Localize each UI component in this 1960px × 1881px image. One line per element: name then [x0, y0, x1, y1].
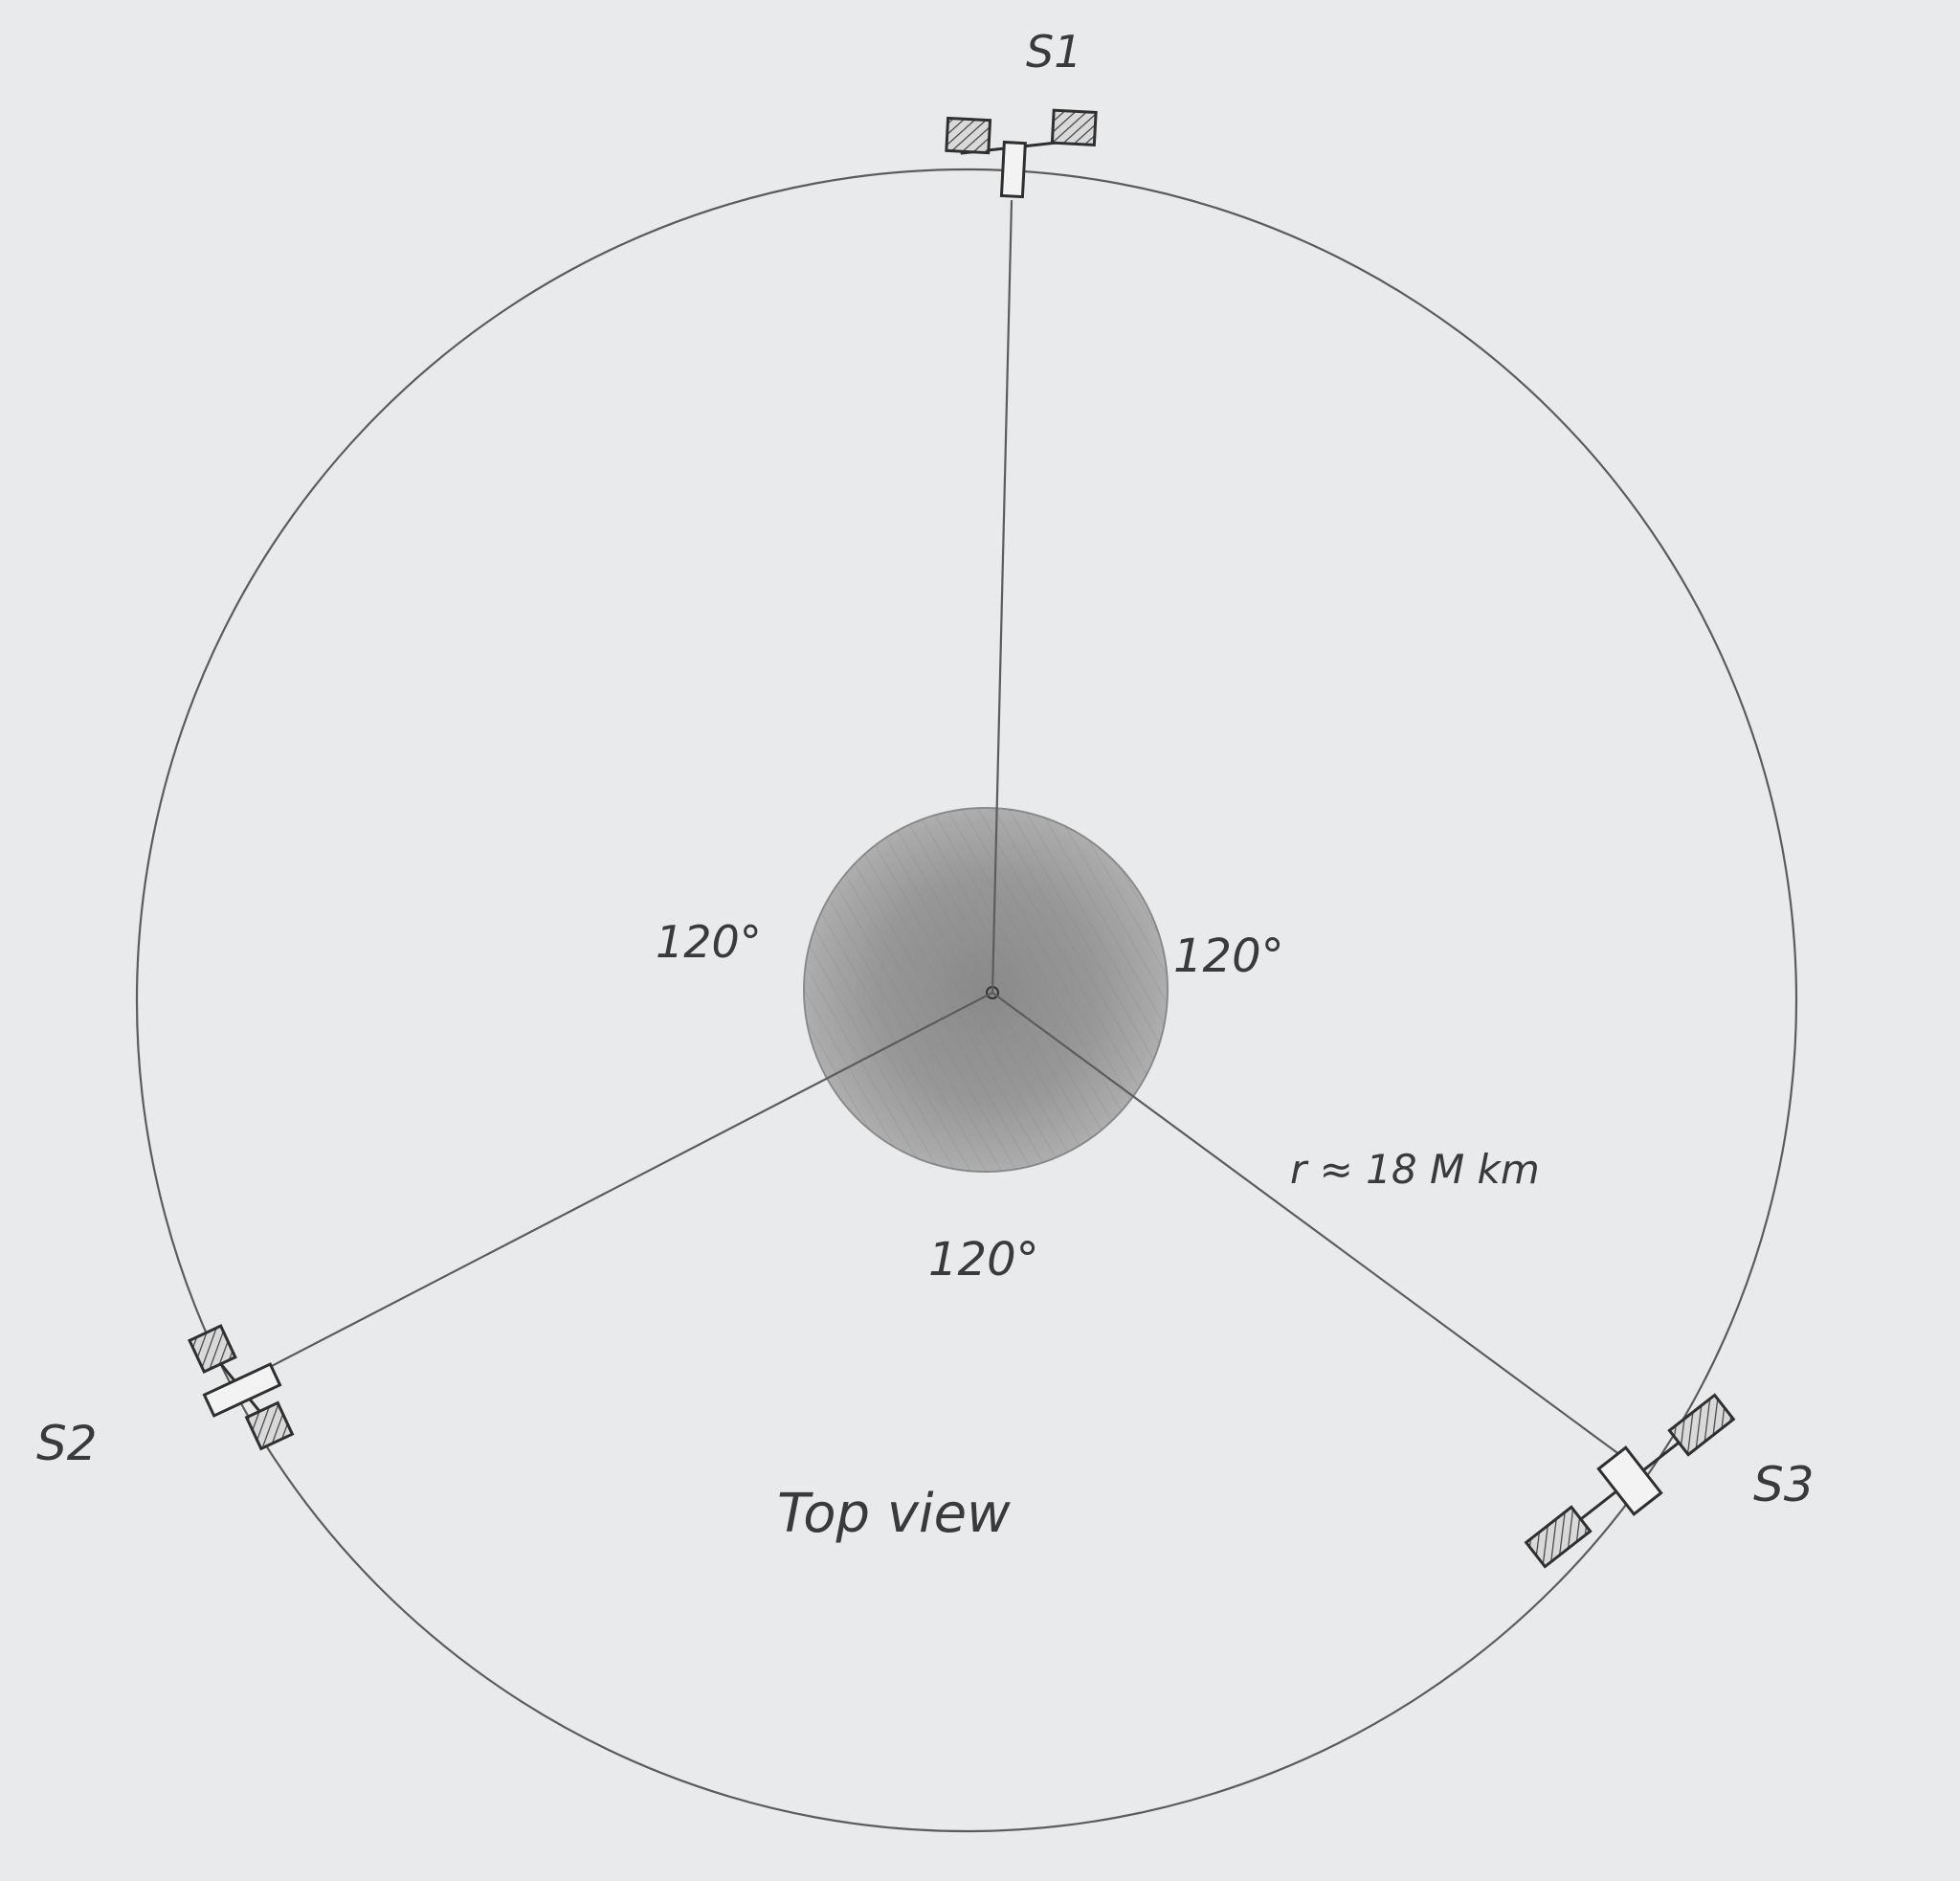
- radius-line-s3: [991, 991, 1622, 1457]
- orbit-circle: [135, 168, 1798, 1833]
- label-s2: S2: [36, 1416, 98, 1471]
- planet-icon: [803, 807, 1169, 1173]
- satellite-icon: [945, 108, 1098, 199]
- satellite-icon: [1524, 1393, 1736, 1569]
- angle-label-upper-left: 120°: [656, 916, 762, 968]
- radius-label: r ≈ 18 M km: [1290, 1146, 1540, 1193]
- radius-line-s2: [268, 991, 994, 1369]
- view-caption: Top view: [777, 1483, 1011, 1545]
- satellite-icon: [188, 1324, 295, 1451]
- radius-line-s1: [991, 199, 1013, 995]
- label-s1: S1: [1026, 26, 1081, 78]
- angle-label-bottom: 120°: [928, 1233, 1039, 1287]
- label-s3: S3: [1753, 1457, 1815, 1512]
- angle-label-upper-right: 120°: [1173, 929, 1284, 983]
